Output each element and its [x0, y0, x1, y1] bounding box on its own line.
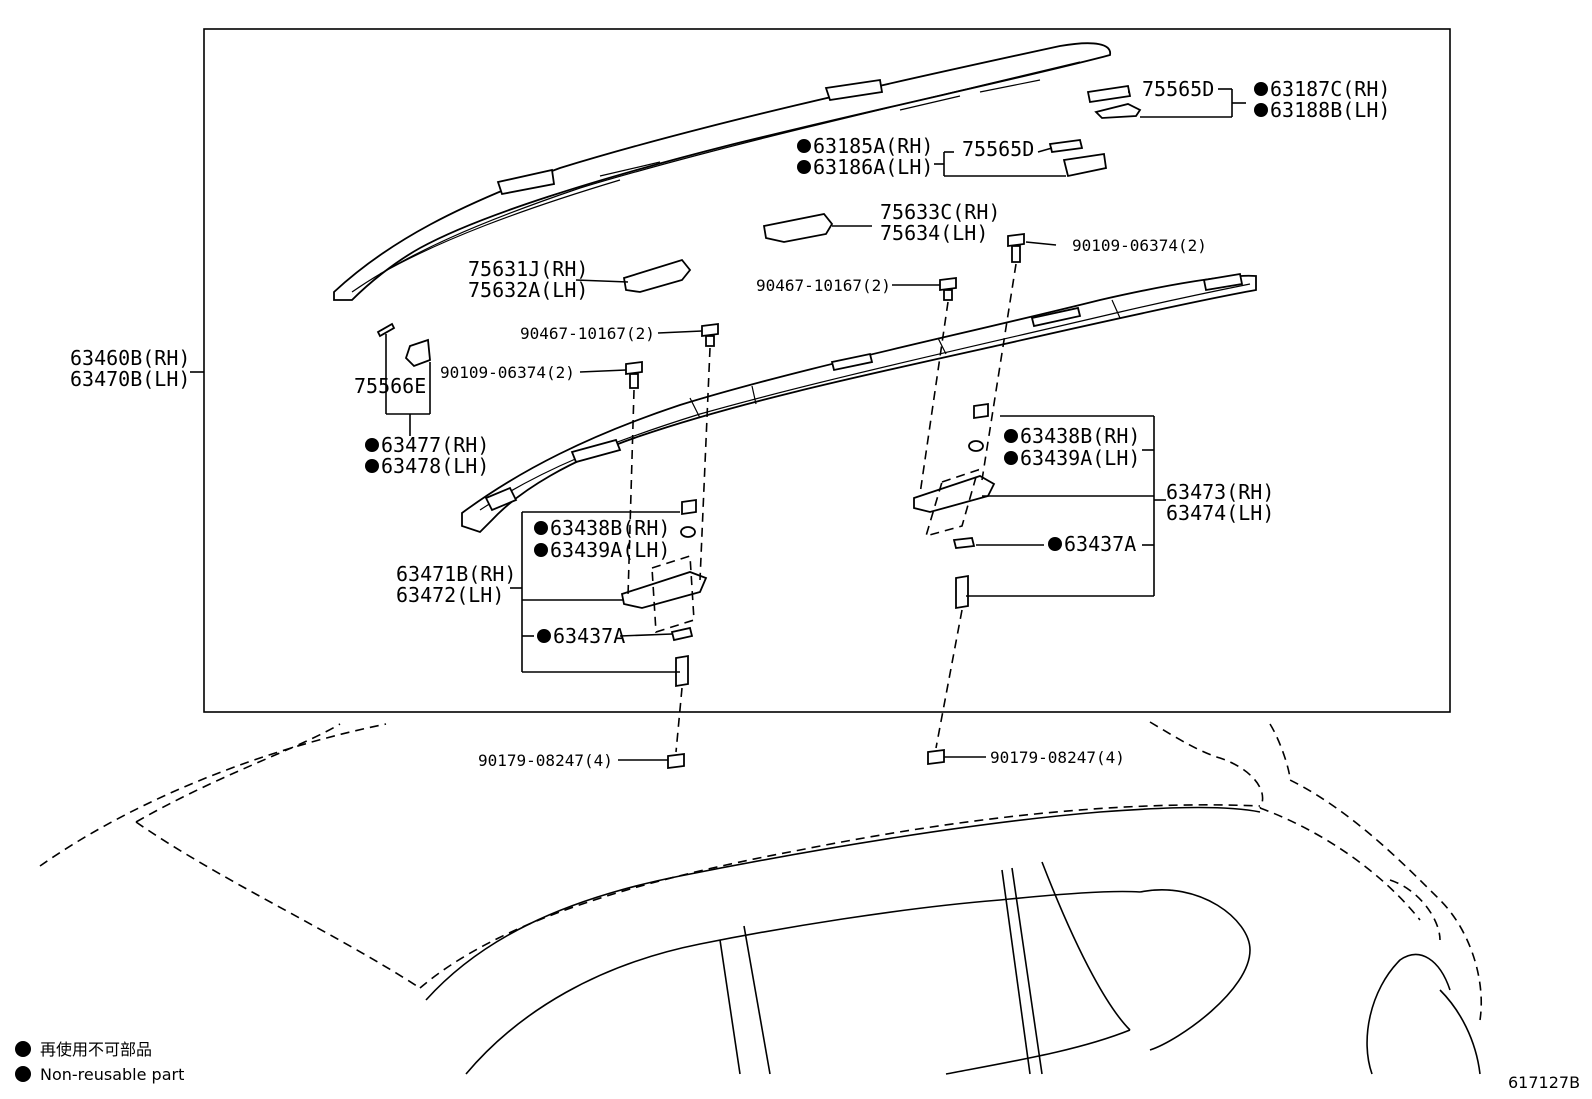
bolt-90467-left	[701, 322, 719, 347]
bolt-90467-right	[939, 276, 957, 301]
label-63471B: 63471B(RH)	[396, 562, 516, 586]
legend-bullet-icon	[15, 1066, 31, 1082]
label-63437A-right: 63437A	[1064, 532, 1136, 556]
gasket-63437A-left	[670, 626, 694, 642]
nonreusable-bullet	[365, 459, 379, 473]
label-63474: 63474(LH)	[1166, 501, 1274, 525]
bolt-90109-right	[1007, 232, 1025, 263]
label-75565D-upper: 75565D	[1142, 77, 1214, 101]
diagram-id: 617127B	[1508, 1073, 1580, 1092]
nonreusable-bullet	[1004, 429, 1018, 443]
label-90179-right: 90179-08247(4)	[990, 748, 1125, 767]
label-75632A: 75632A(LH)	[468, 278, 588, 302]
label-90467-right: 90467-10167(2)	[756, 276, 891, 295]
part-75565D-lower	[1048, 139, 1084, 153]
label-75633C: 75633C(RH)	[880, 200, 1000, 224]
label-63437A-left: 63437A	[553, 624, 625, 648]
roof-rail-upper	[333, 42, 1111, 301]
label-90179-left: 90179-08247(4)	[478, 751, 613, 770]
label-63439A-right: 63439A(LH)	[1020, 446, 1140, 470]
label-75634: 75634(LH)	[880, 221, 988, 245]
nonreusable-bullet	[534, 521, 548, 535]
label-63477: 63477(RH)	[381, 433, 489, 457]
part-75566E-clip	[376, 322, 396, 338]
nonreusable-bullet	[1254, 82, 1268, 96]
label-63187C: 63187C(RH)	[1270, 77, 1390, 101]
nut-90179-left	[667, 752, 685, 770]
nonreusable-bullet	[797, 160, 811, 174]
label-75566E: 75566E	[354, 374, 426, 398]
part-75566E	[404, 338, 431, 368]
part-75633C	[762, 213, 834, 243]
legend-text-en: Non-reusable part	[40, 1065, 184, 1084]
label-63472: 63472(LH)	[396, 583, 504, 607]
label-63438B-right: 63438B(RH)	[1020, 424, 1140, 448]
part-75565D-upper	[1086, 84, 1132, 104]
label-90109-left: 90109-06374(2)	[440, 363, 575, 382]
washer-63439A-right	[968, 440, 984, 452]
stud-right	[955, 574, 969, 610]
nonreusable-bullet	[1048, 537, 1062, 551]
bracket-63471B	[620, 571, 708, 609]
nut-90179-right	[927, 748, 945, 766]
label-75565D-lower: 75565D	[962, 137, 1034, 161]
stud-left	[675, 654, 689, 688]
label-75631J: 75631J(RH)	[468, 257, 588, 281]
label-63478: 63478(LH)	[381, 454, 489, 478]
gasket-63437A-right	[952, 537, 976, 549]
nonreusable-bullet	[534, 543, 548, 557]
label-63186A: 63186A(LH)	[813, 155, 933, 179]
label-63438B-left: 63438B(RH)	[550, 516, 670, 540]
legend-text-jp: 再使用不可部品	[40, 1040, 152, 1059]
install-guides	[627, 263, 1017, 753]
label-63439A-left: 63439A(LH)	[550, 538, 670, 562]
nut-63438B-right	[973, 402, 989, 420]
label-63473: 63473(RH)	[1166, 480, 1274, 504]
label-90109-right: 90109-06374(2)	[1072, 236, 1207, 255]
label-63460B: 63460B(RH)	[70, 346, 190, 370]
nonreusable-bullet	[797, 139, 811, 153]
roof-rail-lower	[461, 272, 1257, 534]
nonreusable-bullet	[1004, 451, 1018, 465]
label-90467-left: 90467-10167(2)	[520, 324, 655, 343]
nonreusable-bullet	[365, 438, 379, 452]
bracket-63473	[913, 475, 996, 513]
bolt-90109-left	[625, 360, 643, 389]
nonreusable-bullet	[1254, 103, 1268, 117]
legend-bullet-icon	[15, 1041, 31, 1057]
diagram-frame	[203, 28, 1451, 713]
part-75631J	[622, 258, 692, 293]
part-63185-cover	[1062, 152, 1108, 178]
part-labels: 63460B(RH) 63470B(LH) 75565D 63187C(RH) …	[70, 77, 1390, 770]
label-63185A: 63185A(RH)	[813, 134, 933, 158]
part-63187-cover	[1094, 103, 1142, 119]
nut-63438B-left	[681, 498, 697, 516]
label-63470B: 63470B(LH)	[70, 367, 190, 391]
label-63188B: 63188B(LH)	[1270, 98, 1390, 122]
legend: 再使用不可部品 Non-reusable part	[15, 1040, 184, 1084]
washer-63439A-left	[680, 526, 696, 538]
vehicle-outline	[39, 721, 1483, 1075]
leader-lines	[190, 88, 1246, 761]
nonreusable-bullet	[537, 629, 551, 643]
